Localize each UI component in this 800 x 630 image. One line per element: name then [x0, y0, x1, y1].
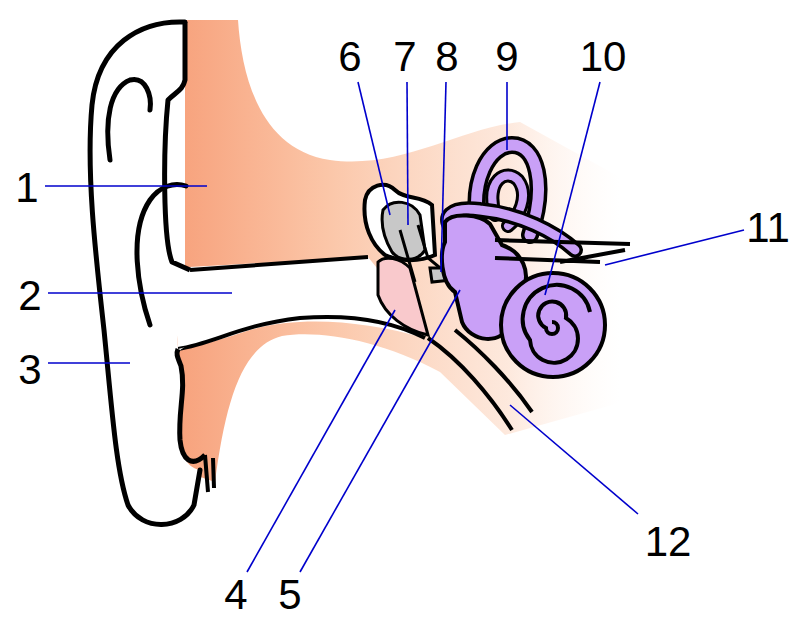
- helix-fold: [108, 79, 151, 160]
- callout-number: 12: [645, 521, 692, 563]
- callout-number: 9: [495, 36, 518, 78]
- callout-number: 6: [338, 36, 361, 78]
- cochlea-spiral: [523, 285, 590, 363]
- callout-number: 5: [278, 574, 301, 616]
- callout-number: 11: [746, 207, 790, 249]
- pinna-outline: [177, 349, 205, 461]
- callout-number: 3: [18, 349, 41, 391]
- eardrum: [378, 258, 428, 335]
- skin-region: [175, 20, 630, 482]
- cochlea: [501, 273, 605, 377]
- leader-lines: [45, 82, 744, 572]
- callout-number: 2: [18, 275, 41, 317]
- callout-number: 1: [15, 167, 38, 209]
- callout-number: 4: [224, 574, 247, 616]
- eustachian-tube-wall: [428, 338, 512, 430]
- auditory-nerve: [495, 240, 630, 262]
- callout-number: 7: [393, 36, 416, 78]
- callout-number: 8: [435, 36, 458, 78]
- antihelix-fold: [137, 185, 186, 325]
- lobe-line: [205, 455, 214, 492]
- pinna-outline: [165, 22, 190, 270]
- canal-wall: [190, 257, 368, 270]
- callout-number: 10: [580, 36, 627, 78]
